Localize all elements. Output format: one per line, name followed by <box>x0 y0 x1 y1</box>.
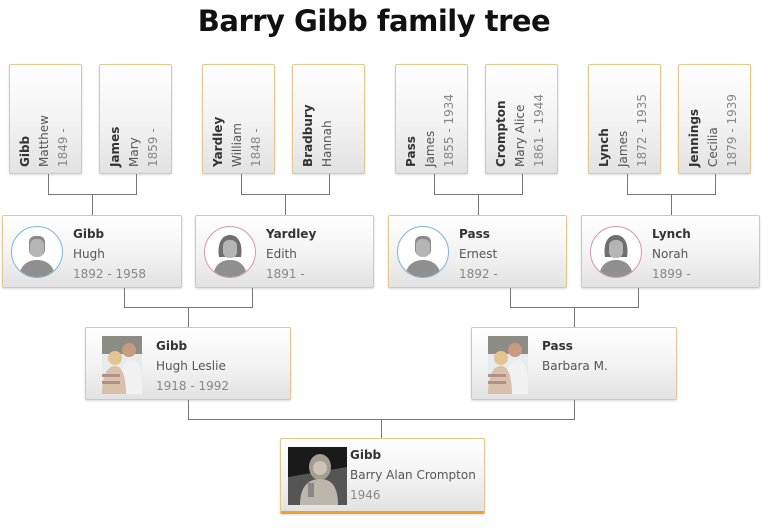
life-dates: 1855 - 1934 <box>442 93 456 167</box>
life-dates: 1918 - 1992 <box>156 379 230 393</box>
person-card-gibb-barry[interactable]: Gibb Barry Alan Crompton 1946 <box>280 438 485 514</box>
surname: Pass <box>542 339 573 353</box>
life-dates: 1849 - <box>56 128 70 167</box>
given-name: Cecilia <box>706 127 720 167</box>
female-avatar-icon <box>590 226 642 278</box>
life-dates <box>337 104 356 167</box>
person-card-gibb-matthew[interactable]: Gibb Matthew 1849 - <box>9 64 82 174</box>
person-card-pass-james[interactable]: Pass James 1855 - 1934 <box>395 64 468 174</box>
connector-line <box>574 307 575 327</box>
couple-photo <box>102 336 142 394</box>
given-name: Barbara M. <box>542 359 608 373</box>
surname: Jennings <box>687 108 701 167</box>
life-dates: 1892 - <box>459 267 498 281</box>
female-avatar-icon <box>204 226 256 278</box>
person-card-crompton-mary-alice[interactable]: Crompton Mary Alice 1861 - 1944 <box>485 64 558 174</box>
connector-line <box>136 174 137 194</box>
given-name: Hannah <box>320 120 334 167</box>
given-name: Ernest <box>459 247 498 261</box>
surname: Gibb <box>156 339 188 353</box>
connector-line <box>92 194 93 215</box>
life-dates <box>542 376 608 396</box>
surname: Bradbury <box>301 104 315 167</box>
life-dates: 1891 - <box>266 267 305 281</box>
surname: Pass <box>459 227 490 241</box>
given-name: Matthew <box>37 115 51 167</box>
life-dates: 1892 - 1958 <box>73 267 147 281</box>
surname: Pass <box>404 136 418 167</box>
connector-line <box>715 174 716 194</box>
life-dates: 1861 - 1944 <box>532 93 546 167</box>
surname: Lynch <box>652 227 691 241</box>
male-avatar-icon <box>11 226 63 278</box>
surname: Crompton <box>494 100 508 167</box>
connector-line <box>124 288 125 307</box>
surname: Gibb <box>73 227 105 241</box>
person-card-pass-barbara[interactable]: Pass Barbara M. <box>471 327 677 400</box>
life-dates: 1879 - 1939 <box>725 93 739 167</box>
life-dates: 1848 - <box>249 128 263 167</box>
page-title: Barry Gibb family tree <box>197 4 551 38</box>
connector-line <box>638 288 639 307</box>
given-name: Edith <box>266 247 297 261</box>
person-card-lynch-norah[interactable]: Lynch Norah 1899 - <box>581 215 760 288</box>
given-name: Mary <box>127 137 141 167</box>
connector-line <box>329 174 330 194</box>
connector-line <box>381 419 382 438</box>
surname: Lynch <box>597 128 611 167</box>
given-name: Hugh <box>73 247 105 261</box>
connector-line <box>434 174 435 194</box>
surname: Gibb <box>350 448 382 462</box>
connector-line <box>48 174 49 194</box>
connector-line <box>188 307 189 327</box>
person-card-bradbury-hannah[interactable]: Bradbury Hannah <box>292 64 365 174</box>
surname: James <box>108 126 122 167</box>
connector-line <box>510 288 511 307</box>
connector-line <box>252 288 253 307</box>
person-card-gibb-hugh[interactable]: Gibb Hugh 1892 - 1958 <box>2 215 182 288</box>
connector-line <box>478 194 479 215</box>
life-dates: 1899 - <box>652 267 691 281</box>
portrait-photo <box>288 447 347 505</box>
given-name: James <box>616 130 630 167</box>
male-avatar-icon <box>397 226 449 278</box>
person-card-james-mary[interactable]: James Mary 1859 - <box>99 64 172 174</box>
given-name: Norah <box>652 247 689 261</box>
connector-line <box>574 400 575 419</box>
given-name: Hugh Leslie <box>156 359 226 373</box>
connector-line <box>627 174 628 194</box>
given-name: Barry Alan Crompton <box>350 468 476 482</box>
connector-line <box>671 194 672 215</box>
life-dates: 1872 - 1935 <box>635 93 649 167</box>
person-card-pass-ernest[interactable]: Pass Ernest 1892 - <box>388 215 567 288</box>
surname: Yardley <box>266 227 317 241</box>
connector-line <box>188 400 189 419</box>
person-card-yardley-william[interactable]: Yardley William 1848 - <box>202 64 275 174</box>
life-dates: 1859 - <box>146 128 160 167</box>
connector-line <box>241 174 242 194</box>
connector-line <box>522 174 523 194</box>
couple-photo <box>488 336 528 394</box>
connector-line <box>285 194 286 215</box>
given-name: Mary Alice <box>513 104 527 167</box>
person-card-yardley-edith[interactable]: Yardley Edith 1891 - <box>195 215 374 288</box>
person-card-gibb-hugh-leslie[interactable]: Gibb Hugh Leslie 1918 - 1992 <box>85 327 291 400</box>
surname: Gibb <box>18 135 32 167</box>
given-name: William <box>230 123 244 167</box>
given-name: James <box>423 130 437 167</box>
life-dates: 1946 <box>350 488 381 502</box>
person-card-jennings-cecilia[interactable]: Jennings Cecilia 1879 - 1939 <box>678 64 751 174</box>
person-card-lynch-james[interactable]: Lynch James 1872 - 1935 <box>588 64 661 174</box>
surname: Yardley <box>211 116 225 167</box>
